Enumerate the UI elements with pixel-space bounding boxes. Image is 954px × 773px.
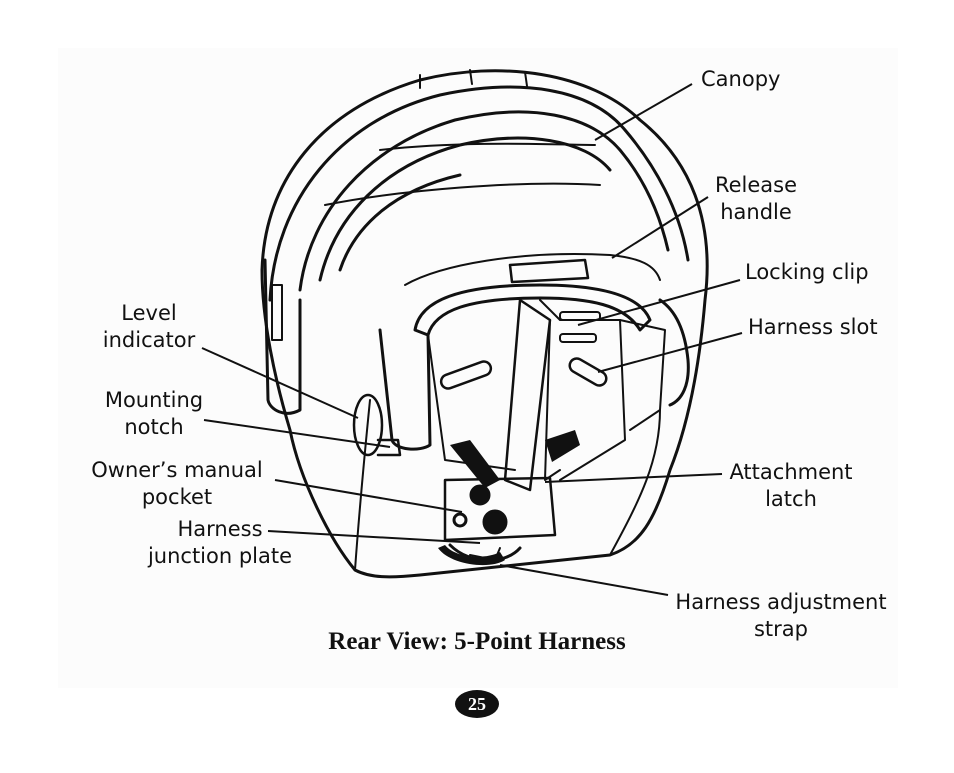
leader-harness-adjustment-strap xyxy=(499,564,669,596)
harness-strap-left xyxy=(450,440,500,488)
label-owners-manual-pocket: Owner’s manual pocket xyxy=(91,458,263,509)
leader-harness-slot xyxy=(597,332,743,373)
leader-attachment-latch xyxy=(544,473,723,483)
label-level-indicator: Level indicator xyxy=(102,301,196,352)
canopy xyxy=(268,85,690,302)
junction-plate-shape xyxy=(443,476,557,542)
label-harness-slot: Harness slot xyxy=(748,315,878,339)
leader-harness-junction-plate xyxy=(267,530,481,544)
seat-shell xyxy=(260,69,709,579)
leader-canopy xyxy=(594,83,693,141)
level-indicator-shape xyxy=(352,393,384,457)
harness-strap-right xyxy=(545,430,580,462)
label-mounting-notch: Mounting notch xyxy=(104,388,204,439)
figure-caption: Rear View: 5-Point Harness xyxy=(328,628,626,655)
leader-release-handle xyxy=(611,196,709,259)
leader-owners-manual-pocket xyxy=(274,479,463,513)
label-canopy: Canopy xyxy=(701,67,781,91)
leader-locking-clip xyxy=(577,279,741,326)
adjustment-strap-shape xyxy=(438,545,505,566)
label-harness-adjustment-strap: Harness adjustment strap xyxy=(675,590,887,641)
label-release-handle: Release handle xyxy=(714,173,798,224)
label-attachment-latch: Attachment latch xyxy=(729,460,853,511)
page-panel xyxy=(58,48,898,688)
leader-level-indicator xyxy=(201,347,359,419)
release-handle-shape xyxy=(413,283,652,337)
leader-mounting-notch xyxy=(203,419,391,448)
label-harness-junction-plate: Harness junction plate xyxy=(147,517,293,568)
mounting-notch-shape xyxy=(376,438,402,457)
page-number: 25 xyxy=(455,690,499,718)
label-locking-clip: Locking clip xyxy=(745,260,869,284)
